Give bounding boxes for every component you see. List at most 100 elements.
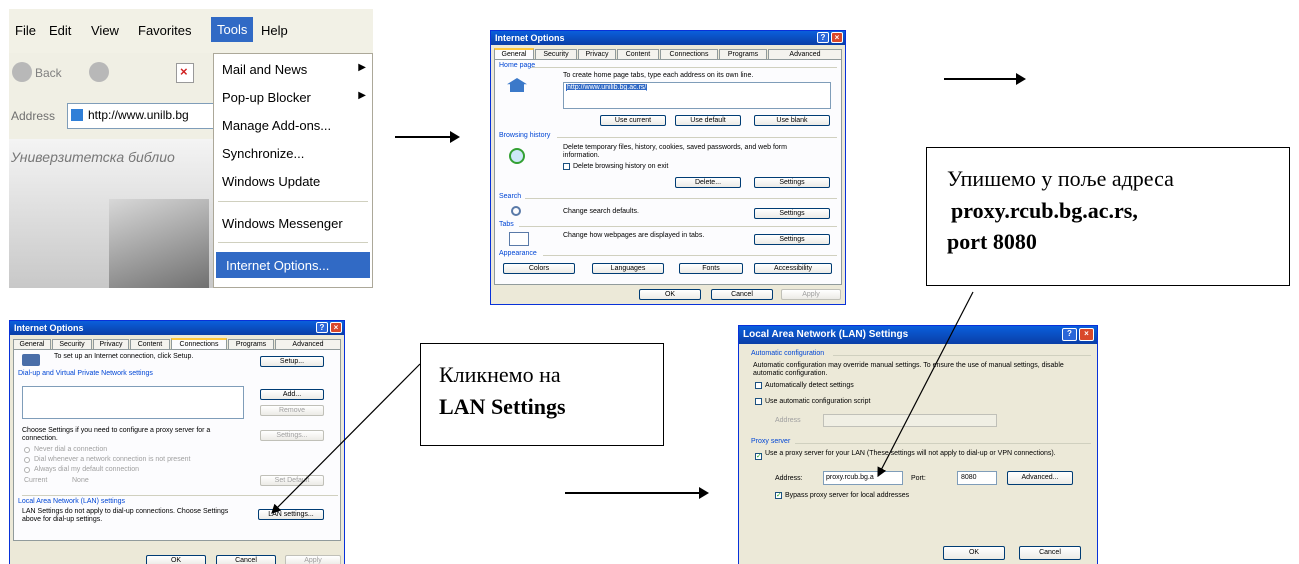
help-icon[interactable]: ?: [817, 32, 829, 43]
auto-config-group-label: Automatic configuration: [751, 350, 825, 357]
menu-item-windows-update[interactable]: Windows Update: [222, 174, 321, 189]
cancel-button[interactable]: Cancel: [1019, 546, 1081, 560]
menu-item-popup-blocker[interactable]: Pop-up Blocker: [222, 90, 311, 105]
close-icon[interactable]: ×: [330, 322, 342, 333]
tab-content[interactable]: Content: [130, 339, 170, 349]
tab-strip: General Security Privacy Content Connect…: [13, 338, 341, 350]
home-page-input[interactable]: http://www.unilib.bg.ac.rs/: [563, 82, 831, 109]
tab-strip: General Security Privacy Content Connect…: [494, 48, 842, 60]
apply-button: Apply: [781, 289, 841, 300]
ok-button[interactable]: OK: [943, 546, 1005, 560]
use-default-button[interactable]: Use default: [675, 115, 741, 126]
address-input[interactable]: http://www.unilb.bg: [67, 103, 219, 129]
tab-connections[interactable]: Connections: [171, 338, 227, 350]
search-settings-button[interactable]: Settings: [754, 208, 830, 219]
languages-button[interactable]: Languages: [592, 263, 664, 274]
group-divider: [795, 443, 1091, 444]
help-icon[interactable]: ?: [316, 322, 328, 333]
history-icon: [509, 148, 525, 164]
auto-script-checkbox[interactable]: [755, 398, 762, 405]
group-divider: [22, 495, 338, 496]
tab-security[interactable]: Security: [52, 339, 92, 349]
close-icon[interactable]: ×: [831, 32, 843, 43]
add-connection-button[interactable]: Add...: [260, 389, 324, 400]
auto-detect-checkbox[interactable]: [755, 382, 762, 389]
menu-edit[interactable]: Edit: [49, 23, 72, 38]
tab-advanced[interactable]: Advanced: [275, 339, 341, 349]
tab-privacy[interactable]: Privacy: [93, 339, 129, 349]
port-input[interactable]: 8080: [957, 471, 997, 485]
group-divider: [557, 137, 837, 138]
menu-item-mail-and-news[interactable]: Mail and News: [222, 62, 308, 77]
proxy-address-value: proxy.rcub.bg.a: [826, 474, 874, 481]
menu-item-internet-options[interactable]: Internet Options...: [226, 258, 330, 273]
ie-page-content: Универзитетска библио: [9, 139, 213, 288]
advanced-button[interactable]: Advanced...: [1007, 471, 1073, 485]
tab-privacy[interactable]: Privacy: [578, 49, 616, 59]
proxy-pointer-line: [877, 291, 974, 478]
menu-item-manage-addons[interactable]: Manage Add-ons...: [222, 118, 332, 133]
menu-tools[interactable]: Tools: [211, 17, 254, 42]
tab-general[interactable]: General: [494, 48, 534, 60]
script-address-label: Address: [775, 417, 801, 424]
port-value: 8080: [961, 474, 977, 481]
use-current-button[interactable]: Use current: [600, 115, 666, 126]
ie-toolbar: Back ×: [9, 53, 213, 93]
use-proxy-checkbox[interactable]: ✓: [755, 453, 762, 460]
stop-icon[interactable]: ×: [176, 63, 194, 83]
current-connection-value: None: [72, 477, 89, 484]
radio-dial-when-needed-label: Dial whenever a network connection is no…: [34, 456, 191, 463]
home-icon: [507, 78, 527, 92]
menu-item-internet-options-highlight[interactable]: Internet Options...: [216, 252, 370, 278]
setup-button[interactable]: Setup...: [260, 356, 324, 367]
port-label: Port:: [911, 475, 926, 482]
tab-general[interactable]: General: [13, 339, 51, 349]
flow-arrow: [565, 487, 709, 499]
tab-content[interactable]: Content: [617, 49, 659, 59]
dialup-settings-button: Settings...: [260, 430, 324, 441]
ok-button[interactable]: OK: [639, 289, 701, 300]
tabs-icon: [509, 232, 529, 246]
connections-list[interactable]: [22, 386, 244, 419]
connections-pane: To set up an Internet connection, click …: [13, 349, 341, 541]
menu-file[interactable]: File: [15, 23, 36, 38]
auto-detect-label: Automatically detect settings: [765, 382, 854, 389]
accessibility-button[interactable]: Accessibility: [754, 263, 832, 274]
flow-arrow: [944, 73, 1026, 85]
callout-lan-line2: LAN Settings: [439, 394, 566, 419]
bypass-local-label: Bypass proxy server for local addresses: [785, 492, 910, 499]
tab-connections[interactable]: Connections: [660, 49, 718, 59]
tab-security[interactable]: Security: [535, 49, 577, 59]
fonts-button[interactable]: Fonts: [679, 263, 743, 274]
forward-icon[interactable]: [89, 62, 109, 82]
menu-item-windows-messenger[interactable]: Windows Messenger: [222, 216, 343, 231]
cancel-button[interactable]: Cancel: [216, 555, 276, 564]
colors-button[interactable]: Colors: [503, 263, 575, 274]
tab-programs[interactable]: Programs: [228, 339, 274, 349]
group-divider: [519, 226, 837, 227]
tabs-settings-button[interactable]: Settings: [754, 234, 830, 245]
ie-address-bar: Address http://www.unilb.bg: [9, 93, 219, 139]
bypass-local-checkbox[interactable]: ✓: [775, 492, 782, 499]
proxy-address-label: Address:: [775, 475, 803, 482]
close-icon[interactable]: ×: [1079, 328, 1094, 341]
building-image: [109, 199, 209, 288]
menu-favorites[interactable]: Favorites: [138, 23, 192, 38]
menu-separator: [218, 201, 368, 202]
use-blank-button[interactable]: Use blank: [754, 115, 830, 126]
menu-help[interactable]: Help: [261, 23, 288, 38]
ok-button[interactable]: OK: [146, 555, 206, 564]
delete-button[interactable]: Delete...: [675, 177, 741, 188]
back-icon[interactable]: [12, 62, 32, 82]
history-settings-button[interactable]: Settings: [754, 177, 830, 188]
menu-item-synchronize[interactable]: Synchronize...: [222, 146, 305, 161]
cancel-button[interactable]: Cancel: [711, 289, 773, 300]
lan-settings-button[interactable]: LAN settings...: [258, 509, 324, 520]
tab-advanced[interactable]: Advanced: [768, 49, 842, 59]
tab-programs[interactable]: Programs: [719, 49, 767, 59]
ie-page-icon: [71, 109, 83, 121]
delete-history-on-exit-checkbox[interactable]: [563, 163, 570, 170]
menu-view[interactable]: View: [91, 23, 119, 38]
group-divider: [525, 198, 837, 199]
help-icon[interactable]: ?: [1062, 328, 1077, 341]
